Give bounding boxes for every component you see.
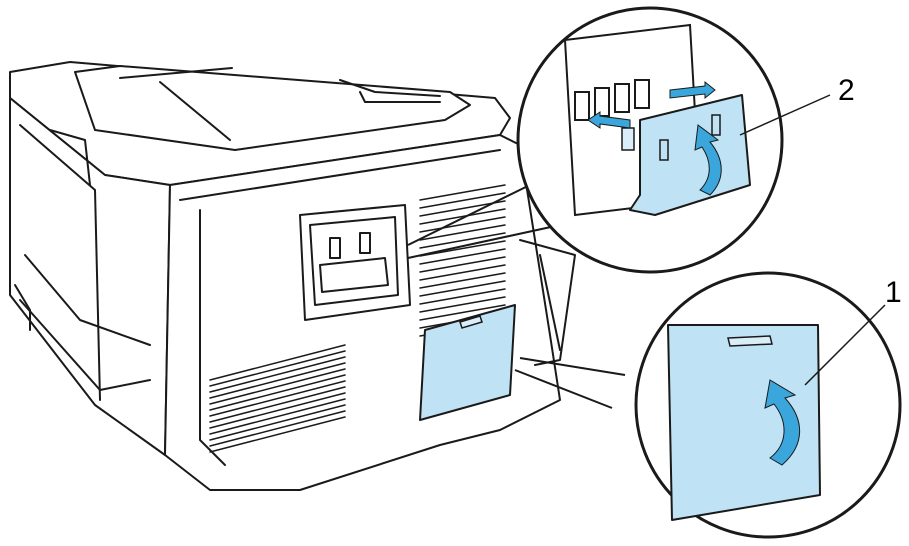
memory-slots: [574, 79, 650, 121]
side-access-cover: [419, 304, 516, 421]
callout-number-2: 2: [838, 74, 855, 107]
curved-arrow-icon: [764, 379, 801, 466]
zoom-leader-line: [514, 369, 613, 409]
zoom-leader-line: [519, 357, 626, 376]
straight-arrow-icon: [669, 80, 716, 100]
back-vents-lower: [209, 344, 346, 453]
zoom-leader-line: [407, 181, 537, 246]
callout-number-1: 1: [885, 276, 902, 309]
straight-arrow-icon: [587, 111, 631, 129]
side-access-cover-zoom: [667, 324, 821, 521]
zoom-leader-line: [407, 224, 561, 259]
zoom-detail-side-cover: [514, 271, 902, 539]
callout-leader-1: [804, 304, 886, 386]
curved-arrow-icon: [694, 124, 722, 196]
callout-leader-2: [739, 94, 831, 136]
zoom-detail-memory-cover: [407, 6, 831, 274]
printer-illustration: [9, 61, 576, 491]
output-tray: [74, 65, 471, 151]
